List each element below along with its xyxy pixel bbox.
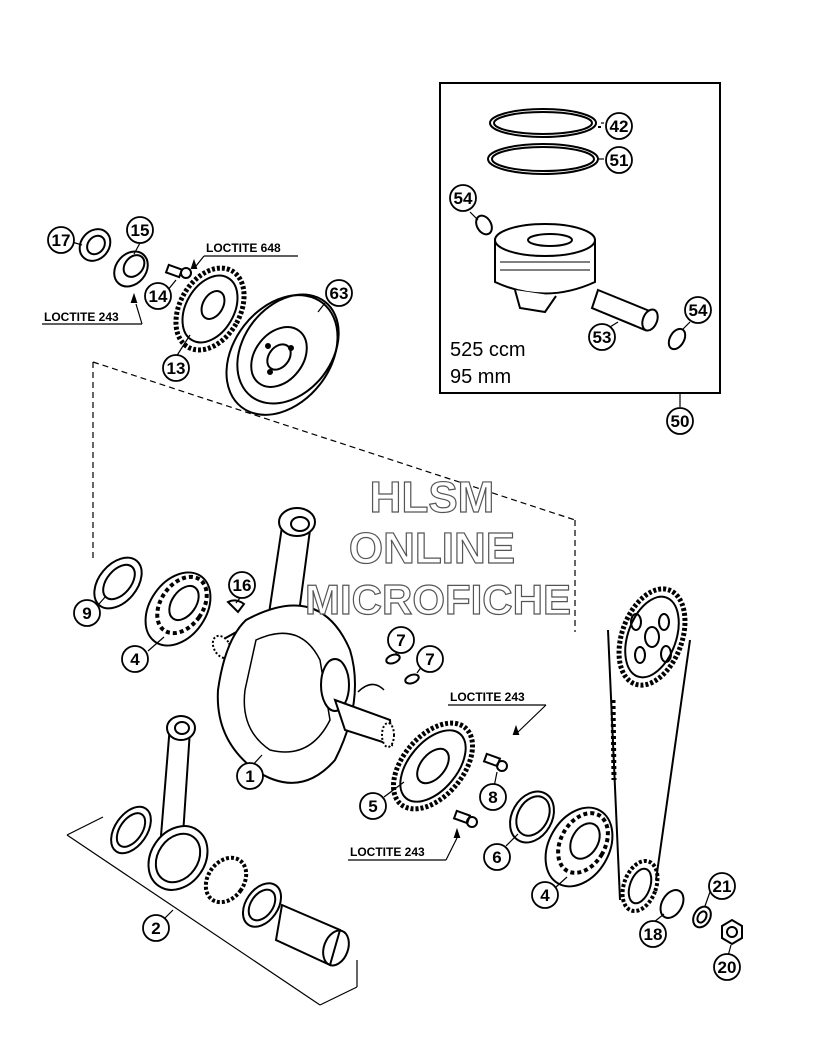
crankshaft-1 bbox=[211, 604, 395, 784]
callout-6: 6 bbox=[483, 843, 511, 871]
svg-text:16: 16 bbox=[233, 576, 252, 595]
woodruff-key-7a bbox=[385, 653, 401, 665]
conrod-kit-2 bbox=[66, 715, 358, 1006]
svg-text:17: 17 bbox=[52, 231, 71, 250]
callout-20: 20 bbox=[713, 953, 741, 981]
callout-54-right: 54 bbox=[684, 296, 712, 324]
callout-54-left: 54 bbox=[449, 184, 477, 212]
callout-18: 18 bbox=[639, 920, 667, 948]
primary-gear-5 bbox=[390, 720, 476, 812]
piston-kit-inset: 525 ccm 95 mm bbox=[439, 82, 721, 394]
callout-42: 42 bbox=[605, 112, 633, 140]
nut-20 bbox=[721, 918, 743, 946]
callout-1: 1 bbox=[236, 762, 264, 790]
assembly-dashed-lines bbox=[92, 361, 576, 632]
screw-lower bbox=[452, 809, 478, 828]
callout-21: 21 bbox=[708, 872, 736, 900]
svg-text:6: 6 bbox=[492, 848, 501, 867]
svg-text:50: 50 bbox=[671, 412, 690, 431]
svg-text:7: 7 bbox=[396, 631, 405, 650]
callout-8: 8 bbox=[479, 783, 507, 811]
loctite-243-label-right: LOCTITE 243 bbox=[450, 690, 525, 704]
svg-text:15: 15 bbox=[131, 221, 150, 240]
loctite-243-label-lower: LOCTITE 243 bbox=[350, 845, 425, 859]
watermark-line-1: HLSM bbox=[370, 473, 495, 522]
svg-text:14: 14 bbox=[149, 287, 168, 306]
main-bearing-4-left bbox=[144, 571, 212, 647]
screw-8 bbox=[482, 752, 508, 772]
callouts: 1 2 4 4 5 6 7 7 8 9 13 14 15 16 17 18 20… bbox=[47, 112, 741, 981]
callout-15: 15 bbox=[126, 216, 154, 244]
watermark-line-2: ONLINE bbox=[349, 524, 515, 573]
watermark: HLSM ONLINE MICROFICHE bbox=[304, 472, 571, 623]
svg-text:2: 2 bbox=[151, 919, 160, 938]
callout-7a: 7 bbox=[387, 626, 415, 654]
callout-14: 14 bbox=[144, 282, 172, 310]
callout-16: 16 bbox=[228, 571, 256, 599]
seal-17 bbox=[78, 228, 112, 262]
svg-text:1: 1 bbox=[245, 767, 254, 786]
balancer-chain-and-sprockets bbox=[607, 586, 691, 914]
svg-text:8: 8 bbox=[488, 788, 497, 807]
svg-text:54: 54 bbox=[689, 301, 708, 320]
seal-9 bbox=[93, 556, 143, 610]
circlip-54-left bbox=[475, 214, 493, 236]
bore-label: 95 mm bbox=[450, 366, 511, 388]
svg-text:13: 13 bbox=[167, 359, 186, 378]
callout-17: 17 bbox=[47, 226, 75, 254]
piston-pin bbox=[590, 288, 659, 332]
loctite-drop-648 bbox=[190, 258, 198, 269]
loctite-drop-243-lower bbox=[453, 827, 461, 838]
callout-5: 5 bbox=[359, 792, 387, 820]
svg-text:21: 21 bbox=[713, 877, 732, 896]
callout-50: 50 bbox=[666, 407, 694, 435]
callout-9: 9 bbox=[73, 599, 101, 627]
loctite-drop-243-top bbox=[130, 292, 138, 303]
svg-text:51: 51 bbox=[610, 151, 629, 170]
loctite-648-label: LOCTITE 648 bbox=[206, 241, 281, 255]
main-bearing-4-right bbox=[544, 806, 614, 888]
svg-text:53: 53 bbox=[593, 328, 612, 347]
svg-text:63: 63 bbox=[330, 284, 349, 303]
piston-ring-42 bbox=[489, 108, 597, 138]
callout-51: 51 bbox=[605, 146, 633, 174]
callout-7b: 7 bbox=[416, 645, 444, 673]
svg-text:42: 42 bbox=[610, 117, 629, 136]
circlip-18 bbox=[659, 889, 685, 919]
svg-text:7: 7 bbox=[425, 650, 434, 669]
displacement-label: 525 ccm bbox=[450, 339, 526, 361]
balancer-gear-13 bbox=[173, 265, 247, 353]
svg-text:5: 5 bbox=[368, 797, 377, 816]
loctite-labels: LOCTITE 648 LOCTITE 243 LOCTITE 243 LOCT… bbox=[42, 241, 547, 861]
bearing-15 bbox=[113, 250, 149, 288]
balancer-weight-63 bbox=[225, 293, 340, 416]
callout-4-right: 4 bbox=[531, 881, 559, 909]
callout-53: 53 bbox=[588, 323, 616, 351]
callout-4-left: 4 bbox=[121, 645, 149, 673]
callout-2: 2 bbox=[142, 914, 170, 942]
svg-text:4: 4 bbox=[540, 886, 550, 905]
loctite-243-label-top: LOCTITE 243 bbox=[44, 310, 119, 324]
svg-text:18: 18 bbox=[644, 925, 663, 944]
svg-text:9: 9 bbox=[82, 604, 91, 623]
shim-6 bbox=[509, 790, 555, 844]
washer-21 bbox=[692, 905, 712, 929]
woodruff-key-7b bbox=[404, 673, 420, 685]
svg-text:4: 4 bbox=[130, 650, 140, 669]
svg-text:20: 20 bbox=[718, 958, 737, 977]
watermark-line-3: MICROFICHE bbox=[305, 576, 571, 623]
svg-text:54: 54 bbox=[454, 189, 473, 208]
callout-13: 13 bbox=[162, 354, 190, 382]
callout-63: 63 bbox=[325, 279, 353, 307]
piston bbox=[494, 223, 596, 314]
loctite-drop-243-right bbox=[512, 724, 520, 735]
screw-14 bbox=[164, 263, 192, 279]
